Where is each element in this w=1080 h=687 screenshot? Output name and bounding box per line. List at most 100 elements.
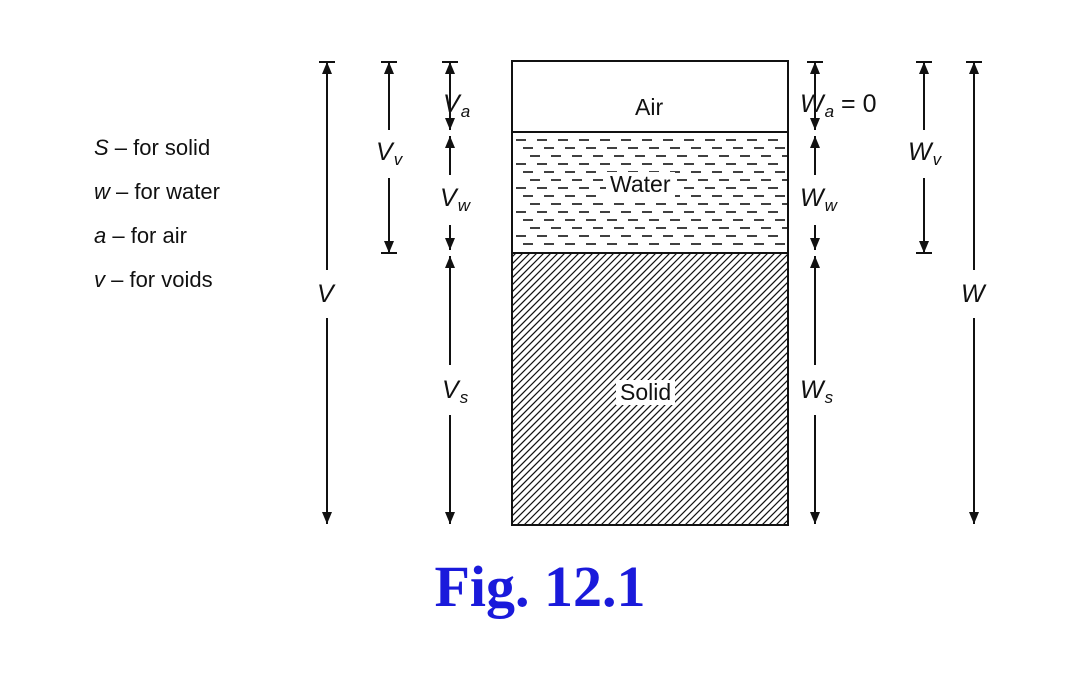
solid-hatch-line bbox=[512, 253, 566, 307]
arrowhead-down bbox=[919, 241, 929, 253]
label-solid-weight: Ws bbox=[800, 376, 834, 407]
arrowhead-down bbox=[445, 238, 455, 250]
solid-hatch-line bbox=[512, 253, 594, 335]
solid-hatch-line bbox=[512, 253, 559, 300]
solid-hatch-line bbox=[512, 253, 622, 363]
solid-hatch-line bbox=[656, 393, 788, 525]
arrowhead-down bbox=[810, 512, 820, 524]
solid-hatch-line bbox=[512, 253, 657, 398]
legend-item-voids: v – for voids bbox=[94, 267, 213, 292]
arrowhead-up bbox=[969, 62, 979, 74]
solid-hatch-line bbox=[733, 470, 788, 525]
solid-hatch-line bbox=[565, 302, 788, 525]
solid-hatch-line bbox=[512, 253, 629, 370]
solid-hatch-line bbox=[593, 330, 788, 525]
dimension-lines bbox=[319, 61, 982, 524]
solid-hatch-line bbox=[512, 253, 734, 475]
solid-hatch-line bbox=[512, 253, 678, 419]
label-void-volume: Vv bbox=[376, 138, 403, 169]
solid-hatch-line bbox=[621, 358, 788, 525]
arrowhead-down bbox=[445, 512, 455, 524]
solid-hatch-line bbox=[512, 253, 650, 391]
solid-hatch-line bbox=[579, 316, 788, 525]
solid-hatch-line bbox=[512, 253, 531, 272]
solid-hatch-line bbox=[691, 428, 788, 525]
arrowhead-up bbox=[384, 62, 394, 74]
solid-hatch-line bbox=[512, 253, 713, 454]
label-air-weight: Wa = 0 bbox=[800, 90, 877, 121]
label-void-weight: Wv bbox=[908, 138, 942, 169]
legend-item-air: a – for air bbox=[94, 223, 187, 248]
solid-hatch-line bbox=[512, 253, 517, 258]
label-water-volume: Vw bbox=[440, 184, 470, 215]
arrowhead-down bbox=[384, 241, 394, 253]
arrowhead-up bbox=[919, 62, 929, 74]
solid-hatch-line bbox=[635, 372, 788, 525]
arrowhead-down bbox=[322, 512, 332, 524]
arrowhead-up bbox=[810, 136, 820, 148]
solid-hatch-line bbox=[684, 421, 788, 525]
solid-hatch-line bbox=[551, 288, 788, 525]
solid-hatch-line bbox=[512, 253, 587, 328]
figure-caption: Fig. 12.1 bbox=[434, 554, 646, 619]
solid-hatch-line bbox=[712, 449, 788, 525]
legend: S – for solid w – for water a – for air … bbox=[94, 126, 220, 302]
arrowhead-up bbox=[445, 62, 455, 74]
solid-hatch-line bbox=[512, 253, 685, 426]
arrowhead-down bbox=[810, 238, 820, 250]
arrowhead-up bbox=[445, 256, 455, 268]
solid-hatch-line bbox=[512, 253, 608, 349]
solid-hatch-line bbox=[512, 253, 615, 356]
legend-item-solid: S – for solid bbox=[94, 135, 211, 160]
solid-hatch-line bbox=[512, 253, 692, 433]
arrowhead-down bbox=[445, 118, 455, 130]
solid-hatch-line bbox=[512, 253, 720, 461]
label-total-weight: W bbox=[961, 280, 985, 308]
solid-hatch-line bbox=[512, 253, 636, 377]
phase-label-water: Water bbox=[606, 172, 675, 197]
solid-hatch-line bbox=[740, 477, 788, 525]
solid-hatch-line bbox=[705, 442, 788, 525]
solid-hatch-line bbox=[512, 253, 699, 440]
solid-hatch-line bbox=[512, 253, 601, 342]
solid-hatch-line bbox=[512, 253, 741, 482]
solid-hatch-line bbox=[512, 253, 664, 405]
solid-hatch-line bbox=[512, 253, 671, 412]
solid-hatch-line bbox=[600, 337, 788, 525]
label-total-volume: V bbox=[317, 280, 334, 308]
solid-hatch-line bbox=[512, 253, 573, 314]
solid-hatch-line bbox=[237, 253, 509, 525]
arrowhead-up bbox=[322, 62, 332, 74]
solid-hatch-line bbox=[586, 323, 788, 525]
solid-hatch-line bbox=[544, 281, 788, 525]
arrowhead-up bbox=[445, 136, 455, 148]
arrowhead-up bbox=[810, 62, 820, 74]
legend-item-water: w – for water bbox=[94, 179, 220, 204]
solid-hatch-line bbox=[726, 463, 788, 525]
phase-label-solid: Solid bbox=[616, 380, 676, 405]
solid-hatch-line bbox=[572, 309, 788, 525]
solid-hatch-line bbox=[512, 253, 538, 279]
solid-hatch-line bbox=[754, 491, 788, 525]
solid-hatch-line bbox=[512, 253, 545, 286]
solid-hatch-line bbox=[512, 253, 643, 384]
solid-hatch-line bbox=[607, 344, 788, 525]
solid-hatch-line bbox=[670, 407, 788, 525]
solid-hatch-line bbox=[512, 253, 580, 321]
solid-hatch-line bbox=[663, 400, 788, 525]
solid-hatch-line bbox=[797, 253, 1069, 525]
solid-hatch-line bbox=[649, 386, 788, 525]
solid-hatch-line bbox=[642, 379, 788, 525]
phase-label-air: Air bbox=[635, 94, 664, 120]
arrowhead-down bbox=[969, 512, 979, 524]
solid-hatch-line bbox=[698, 435, 788, 525]
solid-hatch-line bbox=[512, 253, 748, 489]
solid-hatch-line bbox=[677, 414, 788, 525]
label-air-volume: Va bbox=[443, 90, 471, 121]
solid-hatch-line bbox=[512, 253, 727, 468]
solid-hatch-line bbox=[512, 253, 706, 447]
solid-hatch-line bbox=[512, 253, 524, 265]
solid-hatch-line bbox=[628, 365, 788, 525]
solid-hatching bbox=[237, 253, 1069, 525]
